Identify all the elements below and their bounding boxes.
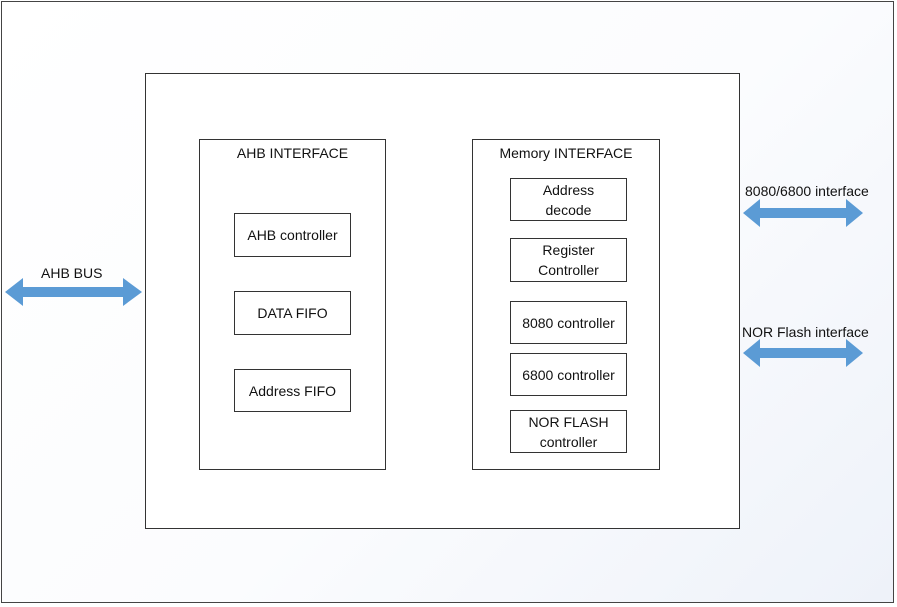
nor-interface-label: NOR Flash interface	[742, 324, 869, 340]
memory-interface-title: Memory INTERFACE	[499, 145, 633, 161]
ahb-interface-title: AHB INTERFACE	[236, 145, 349, 161]
parallel-interface-arrow	[743, 199, 863, 227]
register-controller-block: Register Controller	[510, 238, 627, 282]
nor-flash-controller-block: NOR FLASH controller	[510, 410, 627, 453]
6800-controller-block: 6800 controller	[510, 353, 627, 396]
nor-interface-arrow	[743, 339, 863, 367]
ahb-bus-arrow	[5, 278, 142, 306]
8080-controller-block: 8080 controller	[510, 301, 627, 344]
address-decode-block: Address decode	[510, 178, 627, 221]
data-fifo-block: DATA FIFO	[234, 291, 351, 335]
address-fifo-block: Address FIFO	[234, 369, 351, 412]
ahb-bus-label: AHB BUS	[41, 265, 103, 281]
ahb-controller-block: AHB controller	[234, 213, 351, 257]
parallel-interface-label: 8080/6800 interface	[745, 183, 869, 199]
